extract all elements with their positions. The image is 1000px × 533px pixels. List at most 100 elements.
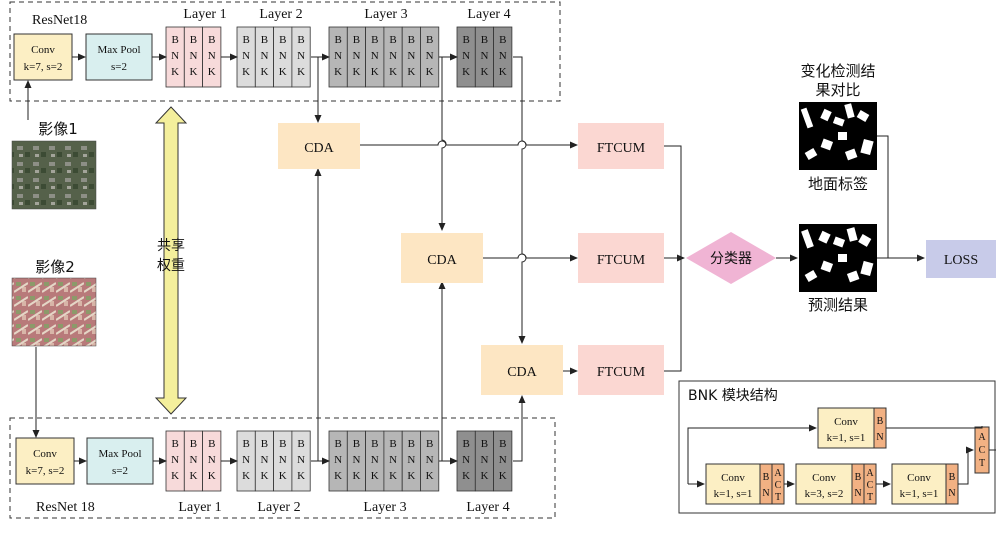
bnk-conv-a: Conv k=1, s=1 [705,463,761,505]
bottom-layer4-bnk-block [493,430,513,492]
top-resnet-frame [9,1,561,102]
ftcum-module-2: FTCUM [578,233,664,283]
bottom-bnk-letter: N [189,454,197,466]
svg-text:A: A [866,468,874,479]
bnk-conv-top: Conv k=1, s=1 [817,407,875,449]
top-bnk-letter: K [499,66,507,78]
bottom-bnk-letter: N [407,454,415,466]
bottom-bnk-letter: B [208,438,215,450]
cda-module-2: CDA [401,233,483,283]
loss-arrows [877,135,925,262]
bottom-layer4-label: Layer 4 [466,500,509,515]
top-bnk-letter: K [208,66,216,78]
bottom-bnk-letter: K [208,470,216,482]
bottom-bnk-letter: N [242,454,250,466]
svg-text:T: T [867,492,873,503]
bnk-bn-b: B N [851,463,865,505]
cda-module-3: CDA [481,345,563,395]
top-layer2-label: Layer 2 [259,7,302,22]
svg-text:C: C [979,445,986,456]
top-bnk-letter: K [480,66,488,78]
bottom-layer2-bnk-block [291,430,311,492]
top-bnk-letter: B [171,34,178,46]
bottom-bnk-letter: N [208,454,216,466]
bnk-bn-c: B N [945,463,959,505]
bottom-bnk-letter: B [297,438,304,450]
bottom-bnk-letter: B [261,438,268,450]
svg-text:FTCUM: FTCUM [597,253,646,268]
compare-title-line1: 变化检测结 [800,62,875,80]
top-bnk-letter: K [426,66,434,78]
bottom-bnk-letter: K [426,470,434,482]
bottom-bnk-letter: K [242,470,250,482]
svg-text:N: N [762,488,769,499]
image1-label: 影像1 [38,120,78,138]
bottom-bnk-letter: B [408,438,415,450]
top-bnk-letter: K [462,66,470,78]
bottom-bnk-letter: K [480,470,488,482]
top-bnk-letter: N [426,50,434,62]
bottom-bnk-letter: N [171,454,179,466]
ftcum-module-1: FTCUM [578,123,664,169]
top-bnk-letter: K [371,66,379,78]
svg-text:B: B [877,416,884,427]
svg-text:k=7, s=2: k=7, s=2 [24,61,63,73]
bnk-bn-top: B N [873,407,887,449]
top-bnk-letter: K [297,66,305,78]
svg-text:k=1, s=1: k=1, s=1 [714,488,753,500]
svg-text:C: C [775,480,782,491]
bottom-conv-block: Conv k=7, s=2 [15,437,75,485]
top-layer3-label: Layer 3 [364,7,407,22]
svg-text:A: A [978,432,986,443]
ground-truth-image [799,102,877,170]
bottom-resnet-frame [9,417,556,519]
svg-text:Conv: Conv [33,448,57,460]
svg-text:C: C [867,480,874,491]
svg-text:k=3, s=2: k=3, s=2 [805,488,844,500]
svg-text:N: N [876,432,883,443]
bottom-bnk-letter: B [242,438,249,450]
bnk-conv-c: Conv k=1, s=1 [891,463,947,505]
svg-text:Max Pool: Max Pool [97,44,140,56]
bottom-bnk-letter: K [462,470,470,482]
bottom-bnk-letter: N [279,454,287,466]
image1-thumbnail [11,140,97,210]
image2-label: 影像2 [35,258,75,276]
svg-text:CDA: CDA [507,365,537,380]
svg-text:k=1, s=1: k=1, s=1 [827,432,866,444]
top-layer4-label: Layer 4 [467,7,510,22]
svg-text:A: A [774,468,782,479]
svg-text:分类器: 分类器 [710,251,752,267]
top-bnk-letter: N [279,50,287,62]
top-bnk-letter: K [389,66,397,78]
top-bnk-letter: K [352,66,360,78]
bottom-bnk-letter: N [462,454,470,466]
bottom-bnk-letter: B [171,438,178,450]
svg-text:k=1, s=1: k=1, s=1 [900,488,939,500]
top-bnk-letter: N [371,50,379,62]
top-bnk-letter: B [208,34,215,46]
bottom-layer3-label: Layer 3 [363,500,406,515]
top-layer1-label: Layer 1 [183,7,226,22]
top-bnk-letter: B [408,34,415,46]
bottom-bnk-letter: K [279,470,287,482]
bottom-bnk-letter: B [426,438,433,450]
cda-to-ftcum-arrows [360,140,578,375]
svg-text:Conv: Conv [834,416,858,428]
svg-text:s=2: s=2 [112,465,128,477]
bottom-bnk-letter: N [499,454,507,466]
top-bnk-letter: N [480,50,488,62]
ftcum-merge-lines [664,145,685,372]
top-bnk-letter: B [334,34,341,46]
svg-text:共享: 共享 [157,237,185,254]
top-bnk-letter: B [426,34,433,46]
ftcum-module-3: FTCUM [578,345,664,395]
top-bnk-letter: B [190,34,197,46]
top-bnk-letter: N [462,50,470,62]
bottom-maxpool-block: Max Pool s=2 [86,437,154,485]
network-arrows [72,53,458,465]
bnk-module-title: BNK 模块结构 [688,388,778,404]
svg-text:s=2: s=2 [111,61,127,73]
svg-text:Conv: Conv [721,472,745,484]
